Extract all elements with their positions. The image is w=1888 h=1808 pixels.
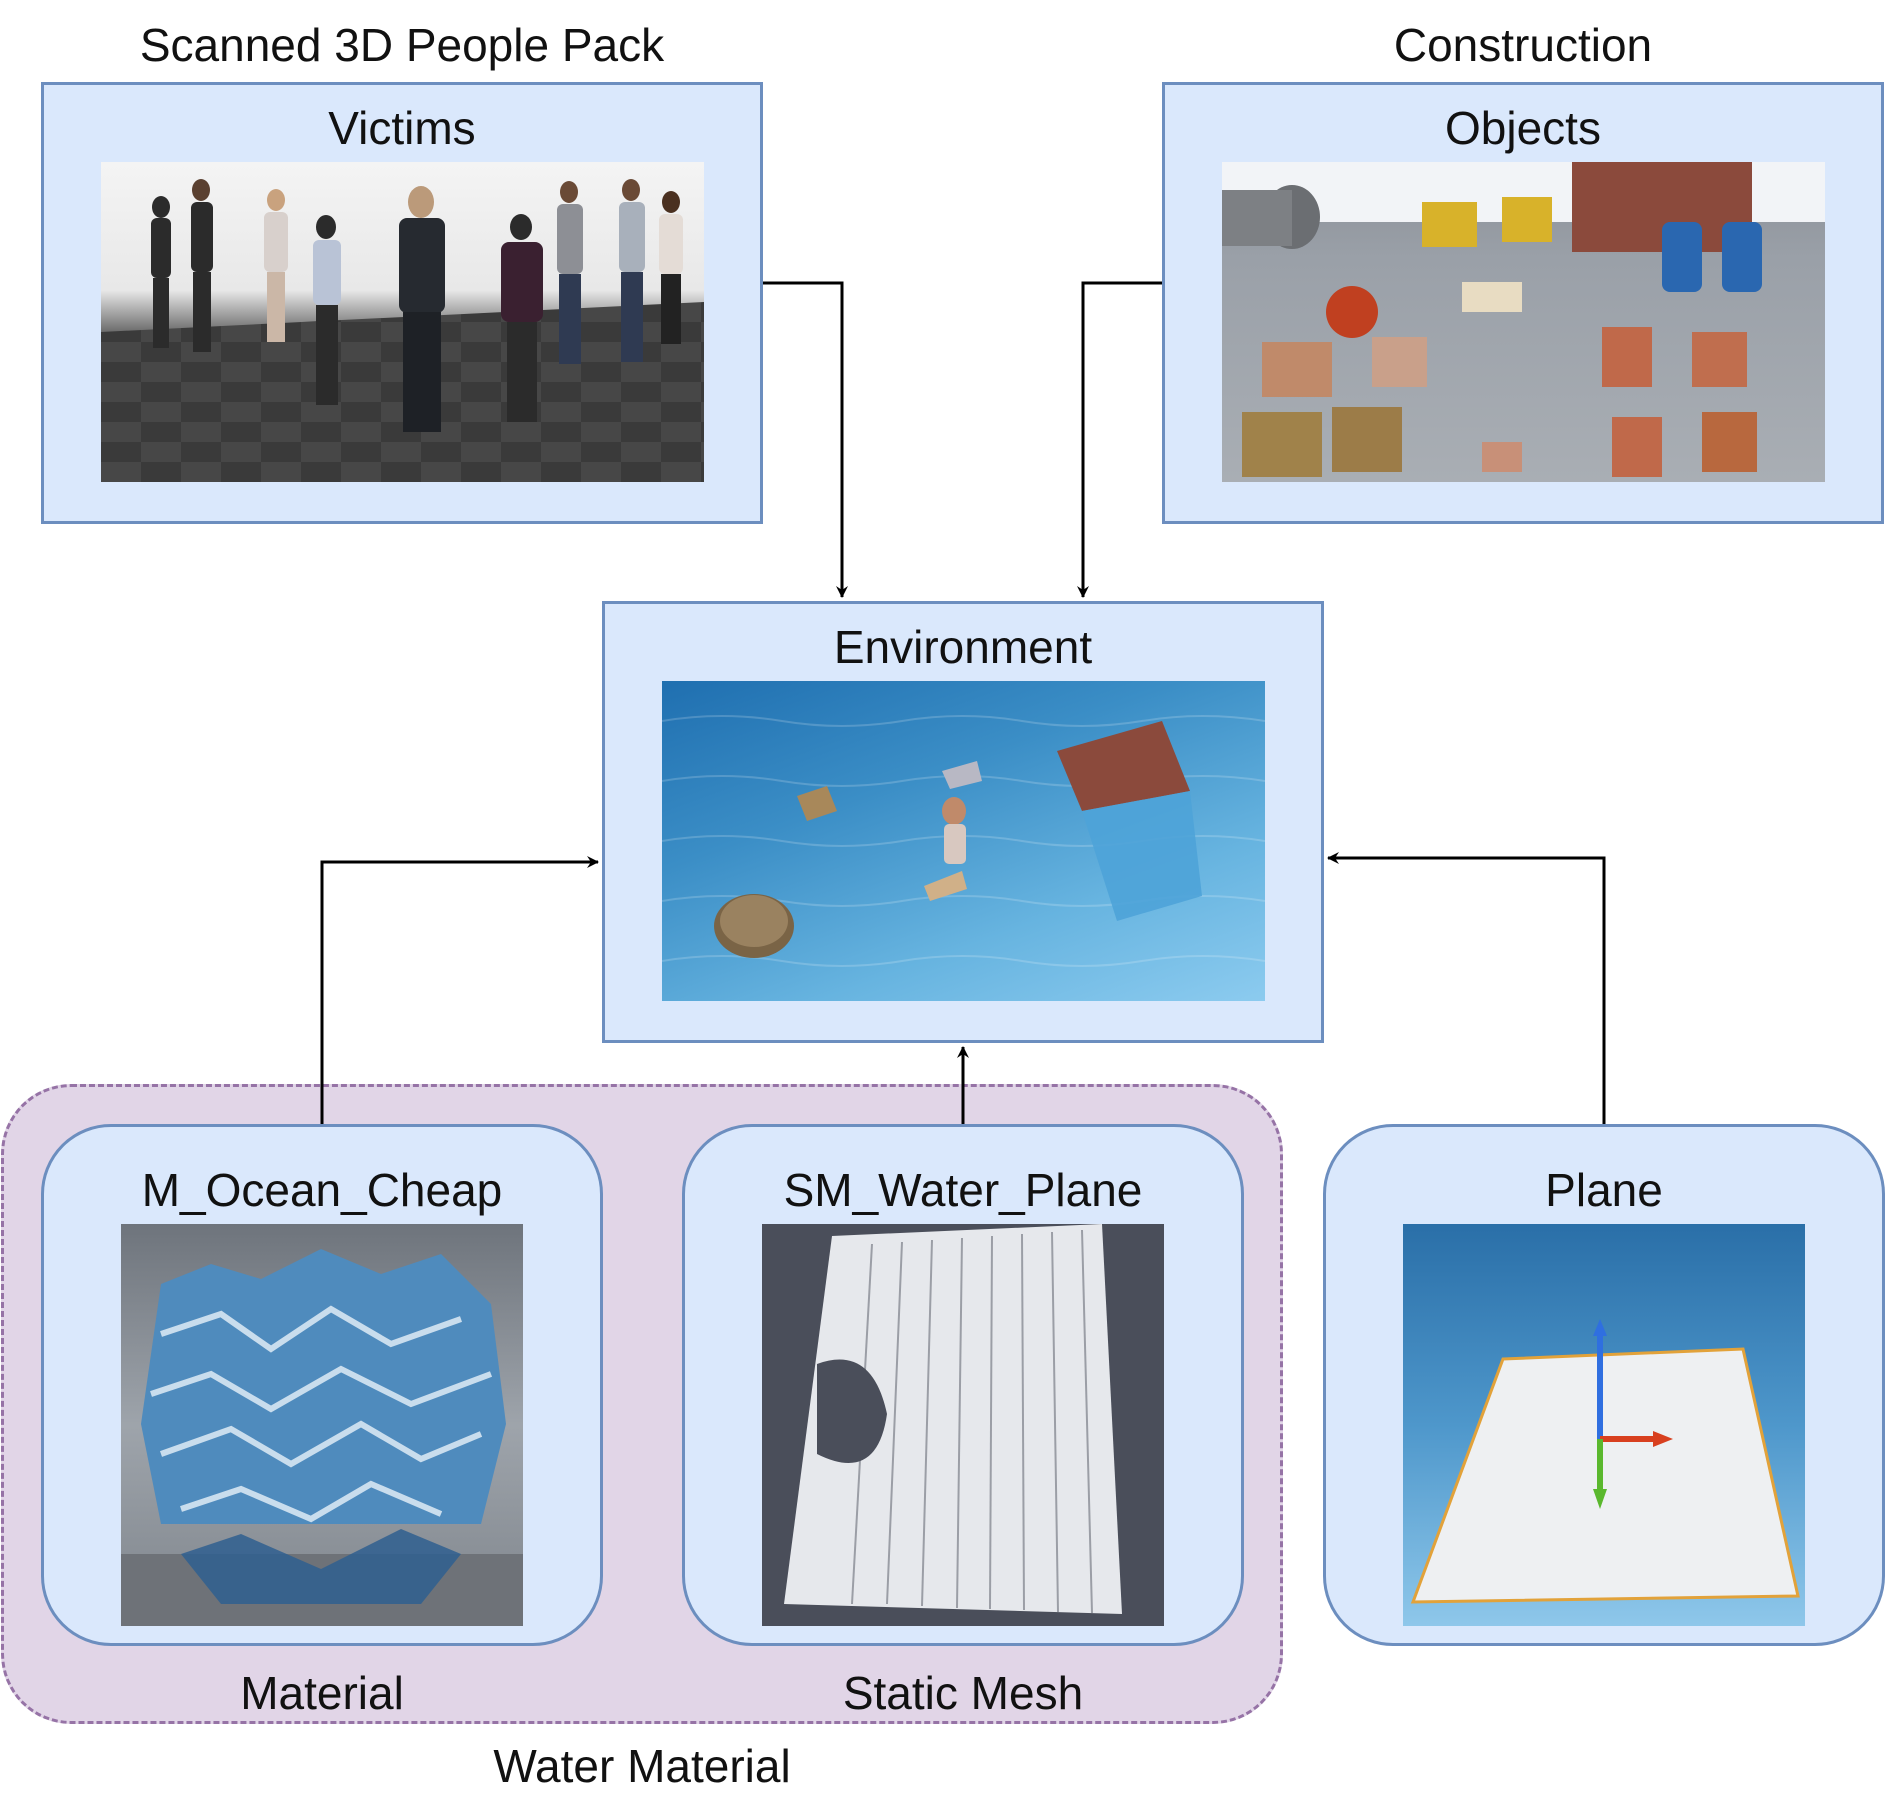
plane-node[interactable]: Plane (1323, 1124, 1885, 1646)
objects-image (1222, 162, 1825, 482)
edge-victims-environment (763, 281, 848, 598)
victims-node[interactable]: Victims (41, 82, 763, 524)
objects-title: Objects (1445, 102, 1601, 154)
edge-ocean-environment (320, 856, 599, 1124)
victims-title: Victims (328, 102, 476, 154)
victims-image (101, 162, 704, 482)
plane-gizmo-illustration (1410, 1319, 1800, 1604)
ocean-material-image (121, 1224, 523, 1626)
plane-title: Plane (1545, 1164, 1663, 1216)
water-plane-node[interactable]: SM_Water_Plane Static Mesh (682, 1124, 1244, 1716)
edge-plane-environment (1327, 852, 1606, 1124)
ocean-material-caption: Material (240, 1667, 404, 1719)
ocean-material-sphere-illustration (121, 1249, 523, 1626)
ocean-material-title: M_Ocean_Cheap (141, 1164, 503, 1216)
plane-image (1403, 1224, 1805, 1626)
victims-people-illustration (101, 179, 704, 482)
objects-node[interactable]: Objects (1162, 82, 1884, 524)
water-material-label: Water Material (493, 1740, 791, 1792)
water-plane-mesh-illustration (784, 1224, 1122, 1614)
ocean-material-node[interactable]: M_Ocean_Cheap Material (41, 1124, 603, 1716)
environment-water-illustration (662, 715, 1265, 967)
environment-title: Environment (833, 621, 1093, 673)
environment-node[interactable]: Environment (602, 601, 1324, 1043)
edge-objects-environment (1077, 281, 1162, 598)
water-plane-caption: Static Mesh (842, 1667, 1084, 1719)
objects-construction-illustration (1222, 162, 1825, 477)
construction-header: Construction (1393, 19, 1653, 71)
water-plane-title: SM_Water_Plane (783, 1164, 1143, 1216)
people-pack-header: Scanned 3D People Pack (139, 19, 665, 71)
water-plane-image (762, 1224, 1164, 1626)
environment-image (662, 681, 1265, 1001)
